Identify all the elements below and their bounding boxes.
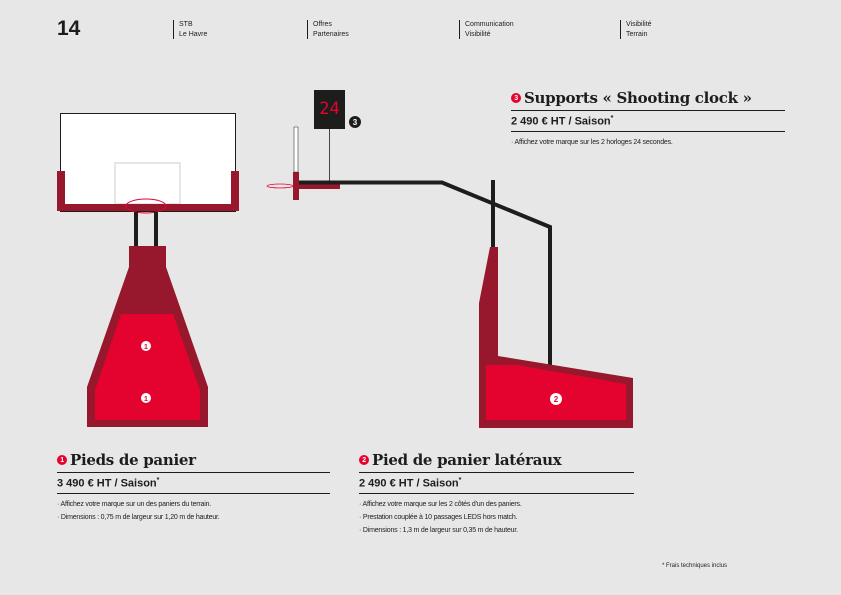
bullet: · Affichez votre marque sur un des panie…	[57, 500, 212, 508]
shooting-clock	[314, 90, 345, 129]
nav-line: Partenaires	[313, 31, 349, 38]
base-lateraux-panel	[486, 365, 626, 420]
bullet: · Affichez votre marque sur les 2 horlog…	[511, 138, 673, 146]
backboard-frame	[57, 171, 239, 211]
nav-line: STB	[179, 21, 193, 28]
price-text: 2 490 € HT / Saison	[511, 115, 611, 128]
marker-1	[141, 393, 151, 403]
nav-line: Visibilité	[626, 21, 652, 28]
bullet: · Affichez votre marque sur les 2 côtés …	[359, 500, 522, 508]
footnote-mark: *	[458, 477, 462, 484]
clock-display: 24	[319, 99, 339, 119]
page-number: 14	[57, 17, 81, 40]
marker-1-label: 1	[144, 396, 148, 403]
title-text: Supports « Shooting clock »	[524, 89, 752, 107]
rim	[125, 198, 167, 214]
arm	[299, 180, 552, 366]
marker-1	[141, 341, 151, 351]
marker-2-label: 2	[554, 395, 559, 404]
price-text: 2 490 € HT / Saison	[359, 477, 459, 490]
nav-item-stb[interactable]: STB Le Havre	[173, 20, 207, 39]
bullet: · Dimensions : 0,75 m de largeur sur 1,2…	[57, 513, 220, 521]
marker-1-label: 1	[144, 344, 148, 351]
footnote-mark: *	[610, 115, 614, 122]
price: 2 490 € HT / Saison*	[359, 473, 634, 494]
bullet: · Prestation couplée à 10 passages LEDS …	[359, 513, 518, 521]
nav-line: Terrain	[626, 31, 648, 38]
nav-line: Offres	[313, 21, 332, 28]
title-text: Pieds de panier	[70, 451, 196, 469]
number-badge: 2	[359, 455, 369, 465]
bullet: · Dimensions : 1,3 m de largeur sur 0,35…	[359, 526, 518, 534]
nav-line: Le Havre	[179, 31, 208, 38]
title-text: Pied de panier latéraux	[372, 451, 562, 469]
nav-line: Communication	[465, 21, 514, 28]
nav-line: Visibilité	[465, 31, 491, 38]
price: 3 490 € HT / Saison*	[57, 473, 330, 494]
footnote-mark: *	[156, 477, 160, 484]
footnote: * Frais techniques inclus	[662, 563, 728, 569]
side-rim	[266, 183, 294, 189]
marker-3	[349, 116, 361, 128]
number-badge: 3	[511, 93, 521, 103]
pole	[154, 212, 158, 246]
price: 2 490 € HT / Saison*	[511, 111, 785, 132]
base-pieds-panel	[95, 314, 200, 420]
side-backboard	[293, 126, 299, 173]
price-text: 3 490 € HT / Saison	[57, 477, 157, 490]
marker-3-label: 3	[353, 118, 358, 127]
marker-2	[550, 393, 562, 405]
pole	[134, 212, 138, 246]
number-badge: 1	[57, 455, 67, 465]
